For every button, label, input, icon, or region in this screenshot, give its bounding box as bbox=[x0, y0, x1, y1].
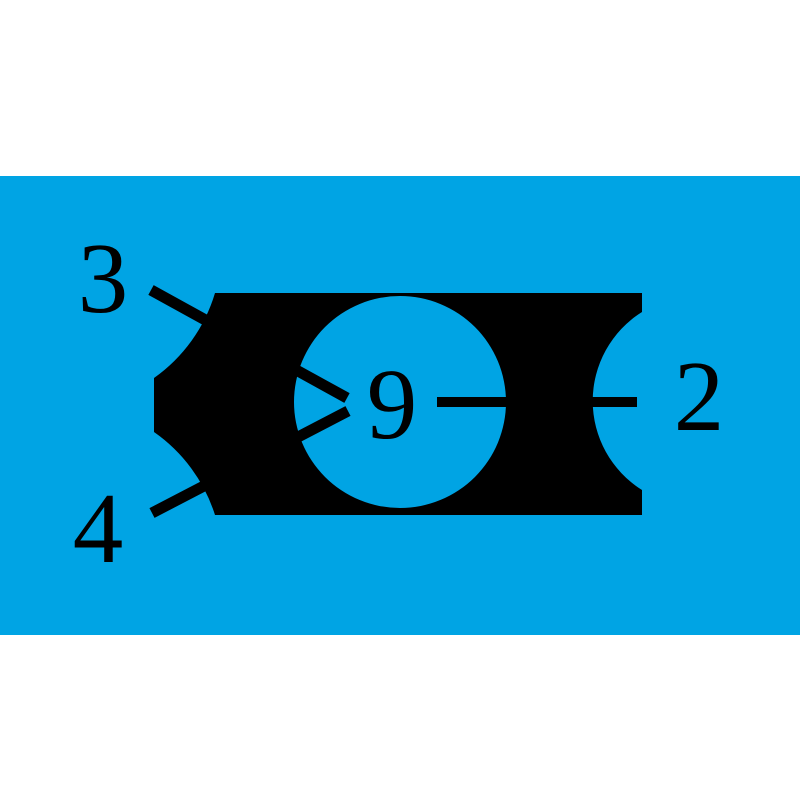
callout-label-9: 9 bbox=[367, 348, 418, 460]
callout-label-4: 4 bbox=[73, 472, 124, 584]
blue-panel bbox=[0, 176, 800, 635]
callout-label-2: 2 bbox=[674, 340, 725, 452]
notched-plate-shape bbox=[154, 293, 642, 515]
callout-label-3: 3 bbox=[78, 222, 129, 334]
